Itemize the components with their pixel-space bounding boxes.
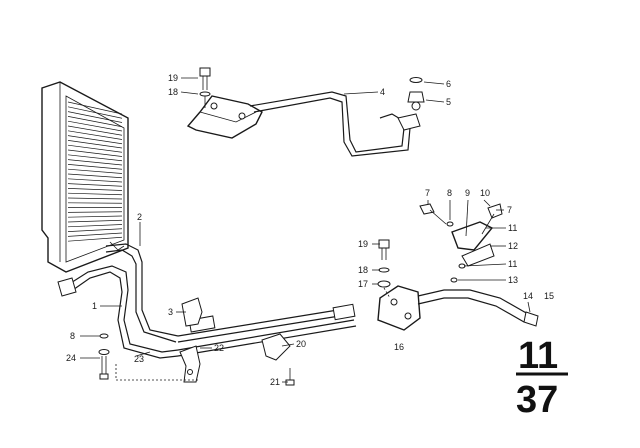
fin-line (67, 144, 123, 153)
fin-line (67, 183, 123, 187)
callout-11-upper: 11 (508, 223, 517, 233)
fin-line (67, 125, 123, 136)
fin-line (67, 116, 123, 128)
leader-lines (80, 77, 531, 383)
fin-line (67, 159, 123, 166)
callout-14: 14 (523, 291, 533, 301)
callout-18-mid: 18 (358, 265, 368, 275)
fin-line (67, 164, 123, 170)
fin-line (67, 140, 123, 149)
callout-20: 20 (296, 339, 306, 349)
oil-cooler-radiator (41, 81, 129, 273)
callout-3: 3 (168, 307, 173, 317)
fitting-5-6 (407, 77, 425, 111)
callout-8-right: 8 (447, 188, 452, 198)
fin-line (67, 224, 123, 228)
fin-line (67, 219, 123, 223)
fin-line (67, 215, 123, 218)
callout-7-left: 7 (425, 188, 430, 198)
fin-line (67, 130, 123, 140)
callout-19-top: 19 (168, 73, 178, 83)
callout-24: 24 (66, 353, 76, 363)
callout-7-right: 7 (507, 205, 512, 215)
callout-2: 2 (137, 212, 142, 222)
callout-9: 9 (465, 188, 470, 198)
bolt-19-top (199, 67, 211, 108)
fin-line (67, 111, 123, 123)
callout-18-top: 18 (168, 87, 178, 97)
fin-line (67, 101, 123, 115)
callout-13: 13 (508, 275, 518, 285)
callout-23: 23 (134, 354, 144, 364)
callout-17: 17 (358, 279, 368, 289)
fin-line (67, 197, 123, 200)
fin-line (67, 211, 123, 213)
fin-line (67, 135, 123, 145)
callout-12: 12 (508, 241, 518, 251)
fin-line (67, 178, 123, 183)
bracket-group-7-13 (419, 203, 503, 283)
fin-line (67, 236, 123, 242)
fin-line (67, 232, 123, 237)
fin-line (67, 154, 123, 162)
fin-line (67, 188, 123, 191)
fin-line (67, 192, 123, 196)
fin-line (67, 228, 123, 232)
fin-line (67, 173, 123, 179)
page-number: 11 37 (516, 335, 568, 421)
callout-4: 4 (380, 87, 385, 97)
callout-5: 5 (446, 97, 451, 107)
fin-line (67, 168, 123, 174)
clamp-3 (181, 297, 203, 327)
fin-line (67, 120, 123, 132)
radiator-fins (67, 101, 123, 242)
fin-line (67, 149, 123, 157)
callout-8-left: 8 (70, 331, 75, 341)
bracket-20 (261, 333, 295, 386)
callout-22: 22 (214, 343, 224, 353)
page-group-number: 11 (518, 335, 558, 377)
upper-pipe-bracket (186, 91, 421, 157)
callout-21: 21 (270, 377, 280, 387)
bracket-16 (377, 285, 421, 331)
callout-16: 16 (394, 342, 404, 352)
bolt-24 (98, 333, 200, 381)
page-sheet-number: 37 (516, 379, 558, 421)
bracket-22-23 (179, 345, 201, 383)
callout-10: 10 (480, 188, 490, 198)
bolt-19-middle (377, 239, 391, 299)
callout-15: 15 (544, 291, 554, 301)
callout-6: 6 (446, 79, 451, 89)
callout-11-lower: 11 (508, 259, 517, 269)
fin-line (67, 106, 123, 119)
callout-1: 1 (92, 301, 97, 311)
callout-19-mid: 19 (358, 239, 368, 249)
callout-labels: 19 18 4 6 5 2 1 3 8 24 23 22 20 21 19 18… (66, 73, 554, 387)
